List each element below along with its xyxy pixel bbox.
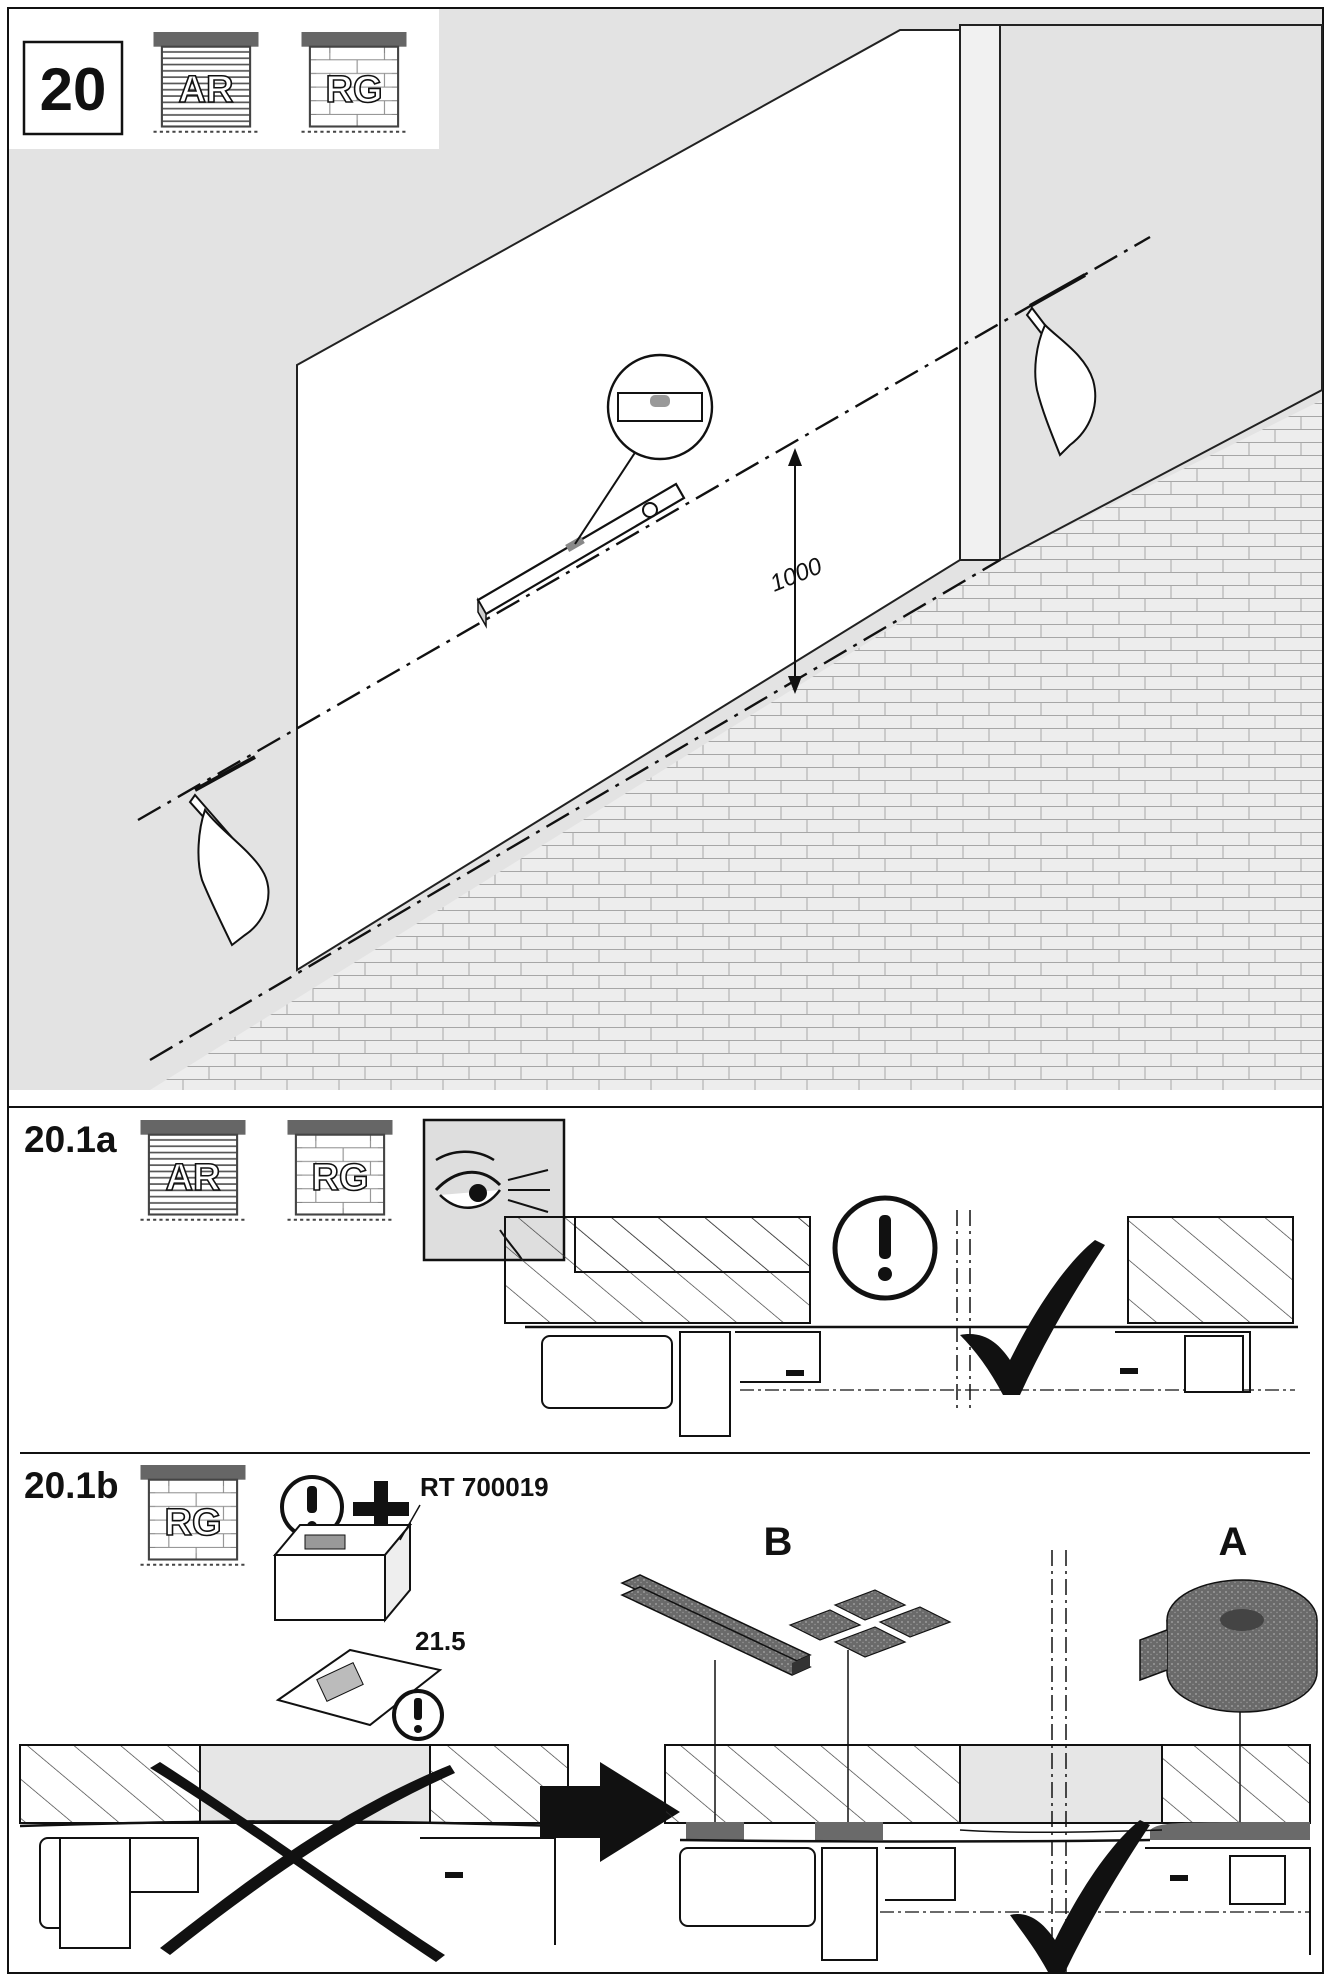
- svg-text:AR: AR: [166, 1157, 221, 1199]
- item-a-label: A: [1219, 1520, 1248, 1564]
- step-number-box: [22, 40, 124, 136]
- pencil-mark: [1029, 273, 1086, 308]
- door-type-ar-icon: AR: [139, 1120, 247, 1221]
- checkmark-icon: [1010, 1820, 1150, 1972]
- manual-icon: [275, 1648, 444, 1741]
- plus-icon: [353, 1481, 409, 1537]
- wall-section: [1127, 1216, 1294, 1324]
- arrow-right-icon: [540, 1762, 680, 1862]
- frame-profile-left: [541, 1331, 1295, 1437]
- seal-roll: [1150, 1822, 1310, 1840]
- door-type-rg-icon: RG: [139, 1465, 247, 1566]
- seal-pad: [815, 1822, 883, 1840]
- spirit-level: [476, 482, 686, 629]
- checkmark-icon: [960, 1240, 1105, 1395]
- panel-20-1b: 20.1b RG RT 700019: [19, 1465, 1318, 1975]
- pencil-mark: [194, 755, 256, 792]
- brick-floor: [150, 400, 1322, 1090]
- item-b-label: B: [764, 1520, 793, 1564]
- frame-profile-right: [1115, 1331, 1251, 1393]
- svg-text:RG: RG: [326, 69, 383, 111]
- foam-pads-b: [788, 1589, 952, 1658]
- accessory-box-icon: [272, 1504, 421, 1623]
- bubble-magnifier: [574, 353, 714, 545]
- hand-with-pencil-left: [188, 793, 270, 947]
- door-type-ar-icon: AR: [152, 32, 260, 133]
- foam-strips-b: [620, 1574, 812, 1676]
- attention-icon: [832, 1195, 938, 1301]
- correct-installation: [664, 1550, 1311, 1975]
- door-type-rg-icon: RG: [286, 1120, 394, 1221]
- height-dimension: [788, 448, 802, 694]
- svg-text:RG: RG: [165, 1502, 222, 1544]
- pillar: [959, 24, 1001, 561]
- door-type-rg-icon: RG: [300, 32, 408, 133]
- step-number: 20.1b: [24, 1465, 119, 1506]
- hand-with-pencil-right: [1025, 306, 1097, 457]
- accessory-code: RT 700019: [420, 1472, 549, 1502]
- panel-20-1a: 20.1a AR RG: [24, 1118, 1298, 1437]
- step-number: 20.1a: [24, 1119, 117, 1160]
- panel-20: 1000 20 AR RG: [9, 9, 1323, 1090]
- foam-roll-a: [1139, 1579, 1318, 1713]
- sheet-border: [7, 7, 1324, 1974]
- level-line: [137, 235, 1151, 822]
- svg-text:RG: RG: [312, 1157, 369, 1199]
- reference-step: 21.5: [415, 1626, 466, 1656]
- step-number: 20: [40, 56, 107, 123]
- wrong-installation: [19, 1744, 569, 1962]
- svg-text:AR: AR: [179, 69, 234, 111]
- seal-strip: [686, 1822, 744, 1840]
